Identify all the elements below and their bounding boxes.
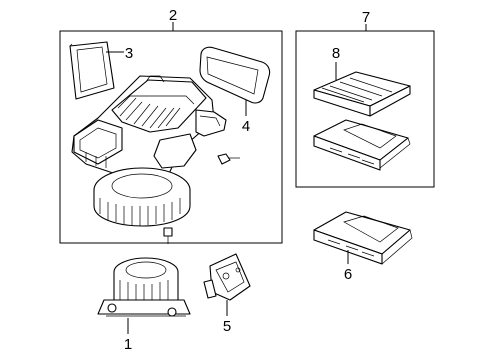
part-2-blower-housing[interactable] <box>71 75 227 227</box>
part-6-filter-holder[interactable] <box>313 211 413 265</box>
callout-5: 5 <box>223 318 231 335</box>
callout-7: 7 <box>362 9 370 26</box>
callout-1: 1 <box>124 336 132 353</box>
part-5-actuator[interactable] <box>203 253 251 301</box>
part-1-blower-motor[interactable] <box>97 257 191 317</box>
callout-8: 8 <box>332 45 340 62</box>
assembly-box-2 <box>59 30 283 244</box>
screw-upper <box>217 153 240 165</box>
callout-4: 4 <box>242 118 250 135</box>
assembly-box-7 <box>295 30 435 188</box>
screw-lower <box>163 227 173 244</box>
part-3-gasket[interactable] <box>69 41 115 100</box>
part-8-cabin-filter[interactable] <box>313 71 411 117</box>
callout-2: 2 <box>169 7 177 24</box>
callout-6: 6 <box>344 266 352 283</box>
callout-3: 3 <box>125 45 133 62</box>
filter-holder-upper <box>313 119 411 171</box>
part-4-seal[interactable] <box>199 46 271 104</box>
